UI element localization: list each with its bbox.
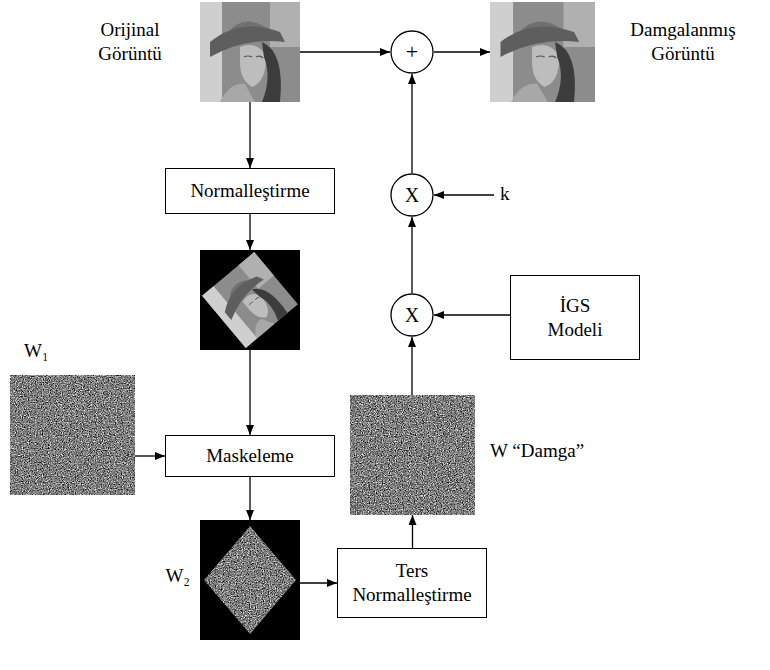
caption-holder: W “Damga” (490, 439, 620, 463)
operator-symbol: X (405, 185, 419, 205)
masked-noise (200, 520, 300, 640)
image-panel: Damgalanmış Görüntü (490, 2, 595, 102)
masked-background (200, 520, 300, 640)
caption-holder: W₂ (136, 564, 190, 588)
watermarked-image (490, 2, 595, 102)
operator-circle: + (390, 30, 434, 74)
image-panel: W₂ (200, 520, 300, 640)
original-image (200, 2, 300, 102)
normalized-background (200, 250, 300, 350)
image-caption: W₁ (24, 339, 94, 363)
gain-arrow (434, 194, 494, 195)
operator-circle: X (390, 173, 434, 217)
process-box: Ters Normalleştirme (337, 548, 487, 618)
box-label: Normalleştirme (190, 179, 309, 203)
image-panel: W₁ (10, 375, 135, 495)
flow-arrow (411, 74, 412, 173)
caption-holder: W₁ (24, 339, 94, 363)
caption-holder: Damgalanmış Görüntü (608, 18, 758, 66)
flow-arrow (300, 51, 390, 52)
gain-label: k (500, 182, 510, 206)
flow-arrow (300, 582, 337, 583)
image-caption: W “Damga” (490, 439, 620, 463)
flow-arrow (249, 102, 250, 168)
process-box: Normalleştirme (165, 168, 335, 214)
flow-arrow (434, 314, 510, 315)
box-label: İGS Modeli (541, 294, 609, 342)
box-label: Ters Normalleştirme (346, 559, 478, 607)
flow-arrow (135, 455, 165, 456)
flow-arrow (249, 477, 250, 520)
flow-arrow (434, 51, 490, 52)
circle-shape (391, 174, 433, 216)
caption-holder: Orijinal Görüntü (73, 18, 187, 66)
normalized-image (202, 252, 298, 348)
image-caption: Orijinal Görüntü (73, 18, 187, 66)
operator-symbol: X (405, 305, 419, 325)
image-panel: W “Damga” (350, 395, 475, 515)
flow-arrow (411, 337, 412, 395)
flow-arrow (412, 515, 413, 548)
operator-symbol: + (406, 41, 418, 63)
flow-arrow (249, 214, 250, 250)
box-label: Maskeleme (206, 444, 294, 468)
noise-pattern (350, 395, 475, 515)
gain-holder: k (500, 182, 510, 206)
process-box: Maskeleme (165, 435, 335, 477)
circle-shape (391, 31, 433, 73)
image-caption: Damgalanmış Görüntü (608, 18, 758, 66)
flow-arrow (249, 350, 250, 435)
process-box: İGS Modeli (510, 275, 640, 360)
operator-circle: X (390, 293, 434, 337)
noise-pattern (10, 375, 135, 495)
circle-shape (391, 294, 433, 336)
image-caption: W₂ (136, 564, 190, 588)
image-panel: Orijinal Görüntü (200, 2, 300, 102)
flow-arrow (411, 217, 412, 293)
